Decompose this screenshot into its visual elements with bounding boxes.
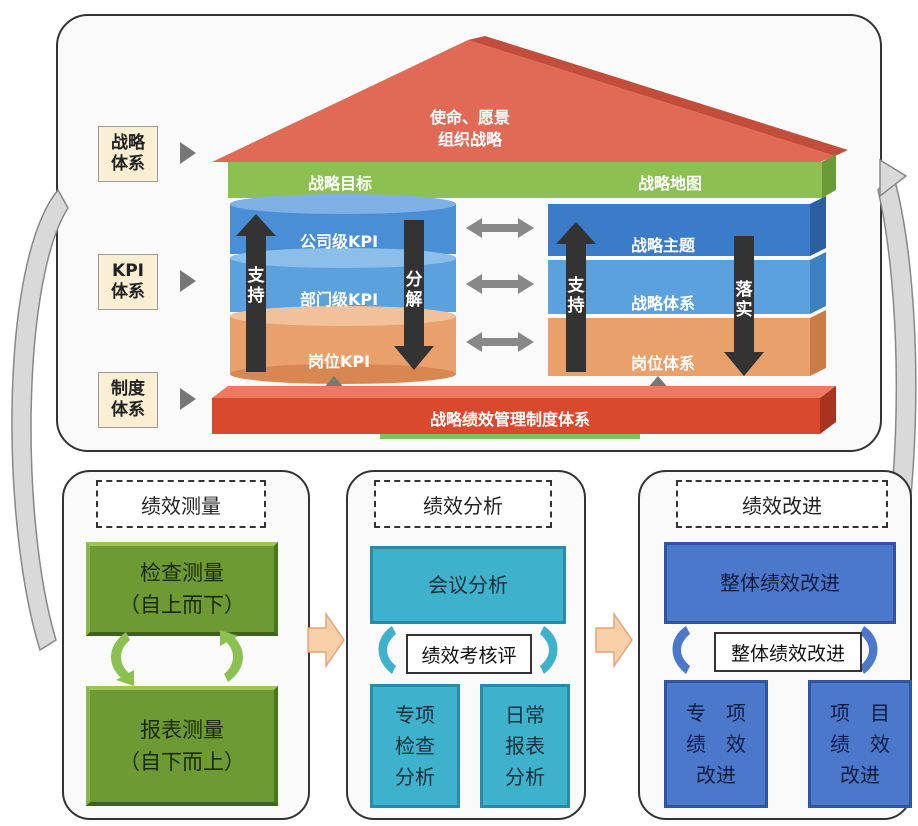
right-down-arrow-label: 落实 <box>735 280 753 320</box>
measurement-panel-title: 绩效测量 <box>96 480 266 528</box>
right-layer-2: 战略体系 <box>630 294 695 313</box>
left-up-arrow-label: 支持 <box>247 266 265 306</box>
green-band-left: 战略目标 <box>307 174 372 193</box>
left-layer-2: 部门级KPI <box>299 290 379 309</box>
check-measure-line1: 检查测量 <box>140 561 224 585</box>
overall-improvement-mid-label: 整体绩效改进 <box>714 632 862 672</box>
left-curve-arrow-icon <box>11 188 69 652</box>
decompose-down-arrow <box>394 220 434 370</box>
base-block <box>212 398 820 434</box>
support-up-arrow <box>236 214 276 372</box>
report-measure-line1: 报表测量 <box>140 718 224 742</box>
performance-review-label: 绩效考核评 <box>406 634 532 674</box>
cycle-icon <box>378 626 558 674</box>
left-layer-1: 公司级KPI <box>299 232 379 251</box>
daily-report-line2: 报表 <box>505 733 545 758</box>
right-layer-3: 岗位体系 <box>630 354 695 373</box>
double-arrow-icon <box>466 218 534 352</box>
meeting-analysis-label: 会议分析 <box>428 572 508 597</box>
check-measure-box: 检查测量 （自上而下） <box>86 542 278 636</box>
special-improvement-line1: 专 项 <box>686 700 746 725</box>
report-measure-box: 报表测量 （自下而上） <box>86 686 278 806</box>
overall-improvement-label: 整体绩效改进 <box>720 570 840 595</box>
special-check-line3: 分析 <box>395 764 435 789</box>
cycle-icon <box>111 630 243 686</box>
daily-report-analysis-box: 日常 报表 分析 <box>480 684 570 808</box>
report-measure-line2: （自下而上） <box>119 750 245 774</box>
side-label-system-text: 制度 体系 <box>111 379 145 420</box>
roof <box>212 40 835 162</box>
special-improvement-line2: 绩 效 <box>686 731 746 756</box>
side-label-strategy: 战略 体系 <box>98 126 158 182</box>
side-arrow-icon <box>180 270 196 292</box>
side-arrow-icon <box>180 388 196 410</box>
side-label-system: 制度 体系 <box>98 372 158 428</box>
side-label-kpi: KPI 体系 <box>98 254 158 310</box>
special-check-line2: 检查 <box>395 733 435 758</box>
green-band-right: 战略地图 <box>637 174 702 193</box>
check-measure-line2: （自上而下） <box>119 593 245 617</box>
support-up-arrow <box>556 222 596 372</box>
roof-line-1: 使命、愿景 <box>429 108 510 127</box>
project-improvement-line2: 绩 效 <box>830 731 890 756</box>
project-improvement-line1: 项 目 <box>830 700 890 725</box>
cycle-icon <box>672 626 878 674</box>
daily-report-line1: 日常 <box>505 702 545 727</box>
side-label-kpi-text: KPI 体系 <box>111 261 145 302</box>
right-up-arrow-label: 支持 <box>567 276 585 316</box>
overall-improvement-box: 整体绩效改进 <box>664 542 896 624</box>
project-improvement-box: 项 目 绩 效 改进 <box>808 680 912 808</box>
project-improvement-line3: 改进 <box>840 762 880 787</box>
base-label: 战略绩效管理制度体系 <box>429 410 590 429</box>
left-layer-3: 岗位KPI <box>307 352 371 371</box>
side-arrow-icon <box>180 142 196 164</box>
daily-report-line3: 分析 <box>505 764 545 789</box>
flow-arrow-icon <box>595 611 633 669</box>
left-down-arrow-label: 分解 <box>405 270 423 310</box>
meeting-analysis-box: 会议分析 <box>370 546 566 624</box>
green-band <box>228 162 822 198</box>
flow-arrow-icon <box>307 611 345 669</box>
side-label-strategy-text: 战略 体系 <box>111 133 145 174</box>
right-layer-1: 战略主题 <box>630 236 695 255</box>
special-check-line1: 专项 <box>395 702 435 727</box>
improvement-panel-title: 绩效改进 <box>676 480 888 528</box>
special-improvement-box: 专 项 绩 效 改进 <box>664 680 768 808</box>
special-check-analysis-box: 专项 检查 分析 <box>370 684 460 808</box>
analysis-panel-title: 绩效分析 <box>374 480 552 528</box>
strategy-house-graphic <box>212 36 848 439</box>
special-improvement-line3: 改进 <box>696 762 736 787</box>
roof-line-2: 组织战略 <box>437 130 502 149</box>
implement-down-arrow <box>724 236 764 376</box>
